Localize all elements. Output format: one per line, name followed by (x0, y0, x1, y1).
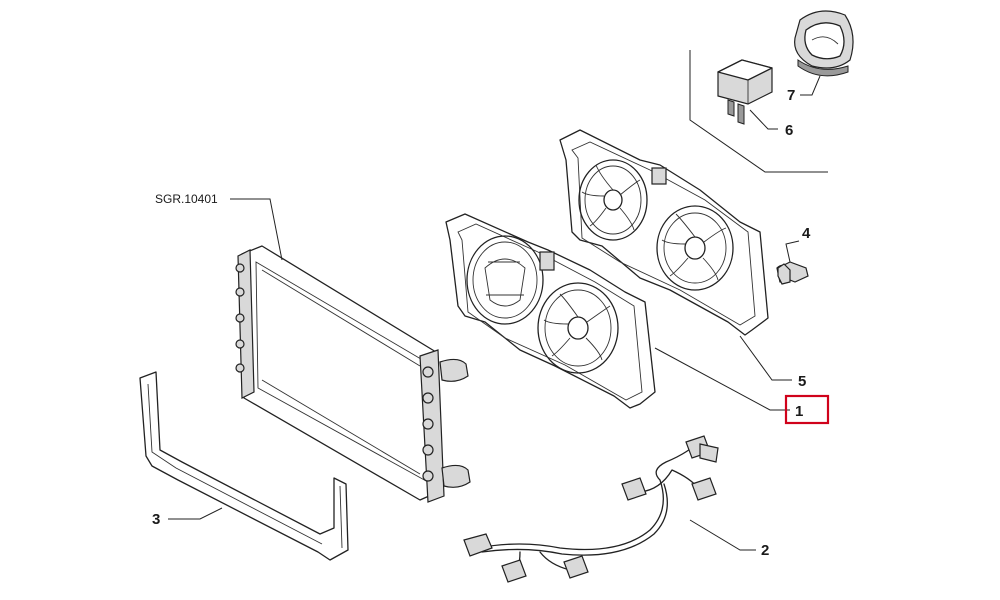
reference-code-label: SGR.10401 (155, 192, 218, 206)
leader-sgr (230, 198, 283, 261)
leader-2 (689, 519, 756, 551)
part-7-rubber-boot (794, 10, 854, 77)
part-1-fan-shroud-front (445, 213, 656, 409)
part-4-bolt (777, 261, 809, 285)
radiator (235, 245, 471, 503)
callout-5: 5 (798, 373, 806, 390)
leader-7 (800, 75, 821, 96)
group-bracket-line (689, 50, 828, 173)
leader-6 (749, 109, 778, 130)
callout-2: 2 (761, 542, 769, 559)
leader-3 (168, 507, 223, 520)
leader-4 (785, 240, 800, 263)
callout-7: 7 (787, 87, 795, 104)
part-2-wiring-harness (463, 435, 719, 583)
part-3-lower-bracket (139, 371, 349, 561)
leader-5 (739, 335, 792, 381)
part-6-relay (717, 59, 773, 125)
callout-1-highlight-box[interactable] (784, 394, 830, 425)
callout-6: 6 (785, 122, 793, 139)
leader-1 (654, 347, 790, 411)
part-5-fan-shroud-rear (559, 129, 789, 336)
callout-1[interactable]: 1 (795, 403, 803, 420)
callout-3: 3 (152, 511, 160, 528)
callout-4: 4 (802, 225, 811, 242)
